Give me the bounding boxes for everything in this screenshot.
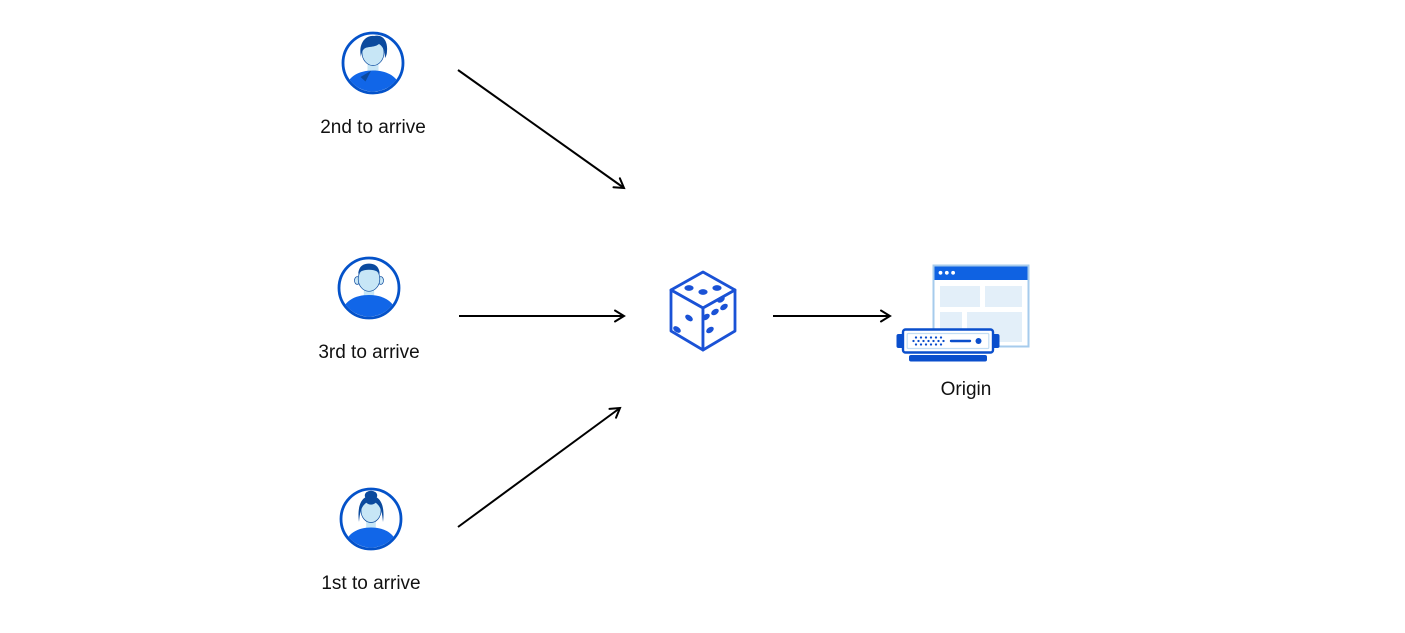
visitor-1st-label: 1st to arrive <box>321 573 421 594</box>
edge-visitor-2nd-to-dice <box>457 69 626 190</box>
visitor-3rd-label: 3rd to arrive <box>318 342 420 363</box>
visitor-2nd-label: 2nd to arrive <box>320 117 426 138</box>
origin-label: Origin <box>940 379 992 400</box>
dice-icon <box>669 270 737 352</box>
node-visitor-1st: 1st to arrive <box>291 487 451 595</box>
node-visitor-2nd: 2nd to arrive <box>293 31 453 139</box>
edge-visitor-1st-to-dice <box>457 406 622 528</box>
server-icon <box>896 328 1000 362</box>
node-visitor-3rd: 3rd to arrive <box>289 256 449 364</box>
origin-browser-server-icon <box>896 264 1030 362</box>
avatar-man-swoosh-hair-icon <box>341 31 405 95</box>
node-dice <box>667 269 739 358</box>
avatar-woman-bun-icon <box>339 487 403 551</box>
avatar-man-flat-hair-icon <box>337 256 401 320</box>
